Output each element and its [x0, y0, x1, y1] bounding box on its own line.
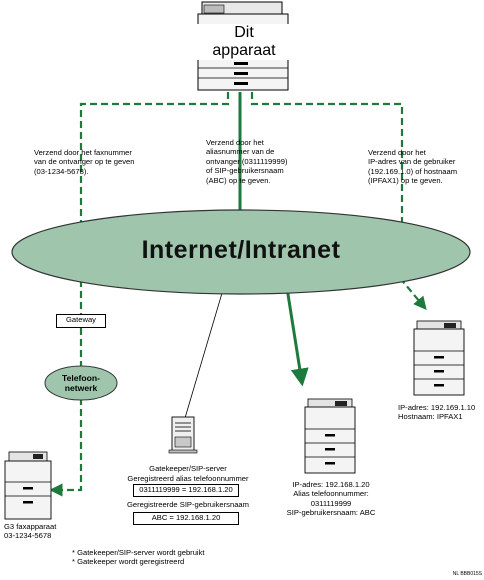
to-ipfax1-route — [399, 277, 427, 311]
note-line: (03-1234-5678). — [34, 166, 89, 176]
note-line: aliasnummer van de — [206, 147, 275, 157]
note-fax-number: Verzend door het faxnummer van de ontvan… — [34, 148, 174, 176]
main-device-label-line1: Dit — [234, 24, 254, 41]
left-route-dashed — [79, 92, 230, 226]
to-middle-device-route — [285, 287, 309, 387]
note-line: IP-adres van de gebruiker — [368, 157, 456, 167]
gatekeeper-alias-value: 0311119999 = 192.168.1.20 — [133, 484, 239, 497]
note-ip-address: Verzend door het IP-adres van de gebruik… — [368, 148, 480, 186]
g3-fax-label: G3 faxapparaat 03-1234-5678 — [4, 522, 104, 541]
gatekeeper-sip-heading: Geregistreerde SIP-gebruikersnaam — [127, 500, 249, 509]
device-info-line: IP-adres: 192.168.1.20 — [292, 480, 370, 489]
to-g3-fax-route — [49, 398, 83, 497]
mfp-printer-icon — [304, 398, 356, 474]
gatekeeper-title: Gatekeeper/SIP-server — [149, 464, 227, 473]
device-info-line: IP-adres: 192.169.1.10 — [398, 403, 476, 412]
device-info-line: SIP-gebruikersnaam: ABC — [286, 508, 376, 518]
main-device-label: Dit apparaat — [194, 24, 294, 60]
main-device-label-line2: apparaat — [212, 42, 276, 59]
note-alias-number: Verzend door het aliasnummer van de ontv… — [206, 138, 326, 185]
fax-machine-icon — [4, 451, 52, 520]
note-line: Verzend door het — [368, 148, 426, 157]
g3-fax-line: G3 faxapparaat — [4, 522, 57, 531]
telephone-network-ellipse — [44, 365, 118, 401]
middle-device-info: IP-adres: 192.168.1.20 Alias telefoonnum… — [276, 480, 386, 518]
network-label: Internet/Intranet — [141, 236, 341, 264]
connection-lines — [49, 92, 427, 497]
gateway-box: Gateway — [56, 314, 106, 328]
gatekeeper-sip-value: ABC = 192.168.1.20 — [133, 512, 239, 525]
footnote: * Gatekeeper/SIP-server wordt gebruikt — [72, 548, 205, 557]
telephone-network-line: netwerk — [64, 383, 98, 393]
device-info-line: Alias telefoonnummer: — [293, 489, 369, 499]
network-cloud — [11, 209, 471, 295]
note-line: of SIP-gebruikersnaam — [206, 166, 284, 176]
gatekeeper-link — [184, 282, 226, 419]
device-info-line: Hostnaam: IPFAX1 — [398, 412, 463, 422]
telephone-network-line: Telefoon- — [61, 373, 101, 383]
figure-code: NL BBB015S — [452, 571, 482, 577]
telephone-network-label: Telefoon- netwerk — [46, 373, 116, 393]
note-line: (ABC) op te geven. — [206, 175, 271, 185]
note-line: van de ontvanger op te geven — [34, 157, 135, 167]
footnote: * Gatekeeper wordt geregistreerd — [72, 557, 185, 567]
right-route-dashed — [250, 92, 404, 222]
note-line: (IPFAX1) op te geven. — [368, 176, 443, 186]
note-line: Verzend door het faxnummer — [34, 148, 132, 157]
g3-fax-line: 03-1234-5678 — [4, 531, 52, 541]
mfp-printer-icon — [413, 320, 465, 396]
note-line: (192.169.1.0) of hostnaam — [368, 166, 458, 176]
server-icon — [168, 416, 198, 454]
device-info-line: 0311119999 — [310, 498, 352, 508]
note-line: Verzend door het — [206, 138, 264, 147]
gatekeeper-alias-heading: Geregistreerd alias telefoonnummer — [127, 474, 249, 483]
footnotes: * Gatekeeper/SIP-server wordt gebruikt *… — [72, 548, 272, 567]
note-line: ontvanger (0311119999) — [206, 156, 288, 166]
right-device-info: IP-adres: 192.169.1.10 Hostnaam: IPFAX1 — [398, 403, 482, 422]
